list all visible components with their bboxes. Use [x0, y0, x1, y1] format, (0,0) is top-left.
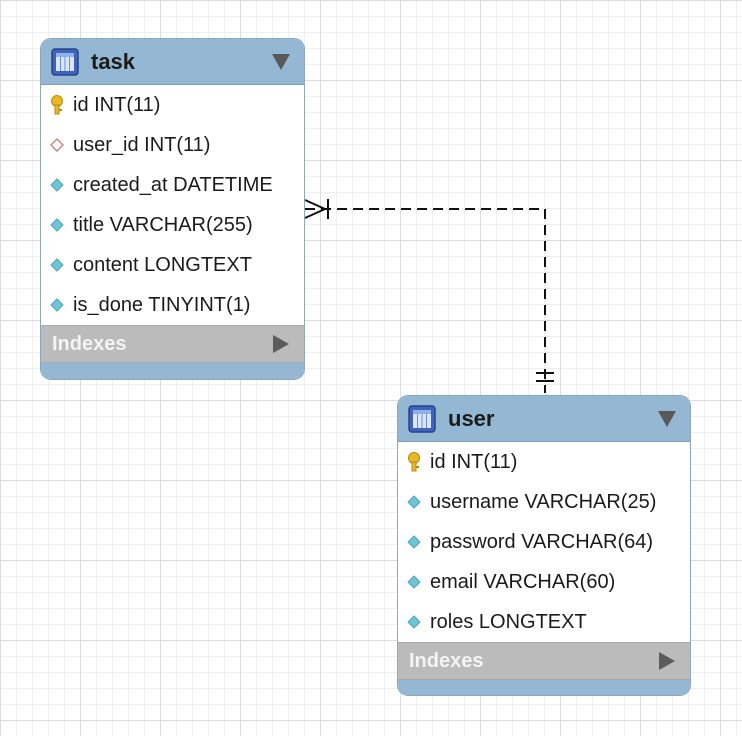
- relationship-line: [305, 208, 546, 393]
- primary-key-icon: [406, 452, 422, 472]
- indexes-label: Indexes: [52, 332, 127, 355]
- task-table[interactable]: task id INT(11) user_id INT(11) creat: [40, 38, 305, 380]
- column-label: email VARCHAR(60): [430, 570, 616, 593]
- task-table-footer: [41, 363, 304, 379]
- task-column-list: id INT(11) user_id INT(11) created_at DA…: [41, 85, 304, 325]
- column-row[interactable]: id INT(11): [398, 442, 690, 482]
- column-icon: [406, 492, 422, 512]
- column-row[interactable]: id INT(11): [41, 85, 304, 125]
- crows-foot-icon: [304, 199, 328, 219]
- column-row[interactable]: created_at DATETIME: [41, 165, 304, 205]
- foreign-key-icon: [49, 135, 65, 155]
- user-table-header[interactable]: user: [398, 396, 690, 442]
- column-icon: [406, 532, 422, 552]
- column-row[interactable]: title VARCHAR(255): [41, 205, 304, 245]
- column-row[interactable]: content LONGTEXT: [41, 245, 304, 285]
- column-label: password VARCHAR(64): [430, 530, 654, 553]
- column-row[interactable]: username VARCHAR(25): [398, 482, 690, 522]
- column-label: id INT(11): [73, 93, 161, 116]
- column-icon: [49, 295, 65, 315]
- collapse-triangle-icon[interactable]: [658, 410, 676, 427]
- expand-triangle-icon[interactable]: [659, 652, 675, 670]
- column-row[interactable]: email VARCHAR(60): [398, 562, 690, 602]
- column-label: id INT(11): [430, 450, 518, 473]
- column-label: username VARCHAR(25): [430, 490, 657, 513]
- user-table-footer: [398, 680, 690, 695]
- column-label: content LONGTEXT: [73, 253, 252, 276]
- column-icon: [406, 572, 422, 592]
- column-label: roles LONGTEXT: [430, 610, 587, 633]
- task-table-header[interactable]: task: [41, 39, 304, 85]
- primary-key-icon: [49, 95, 65, 115]
- indexes-label: Indexes: [409, 649, 484, 672]
- task-table-title: task: [91, 48, 136, 74]
- column-label: user_id INT(11): [73, 133, 211, 156]
- task-indexes-section[interactable]: Indexes: [41, 325, 304, 363]
- column-row[interactable]: is_done TINYINT(1): [41, 285, 304, 325]
- column-row[interactable]: user_id INT(11): [41, 125, 304, 165]
- user-table-title: user: [448, 405, 495, 431]
- column-row[interactable]: password VARCHAR(64): [398, 522, 690, 562]
- table-icon: [408, 404, 436, 433]
- column-icon: [49, 215, 65, 235]
- user-table[interactable]: user id INT(11) username VARCHAR(25): [397, 395, 691, 696]
- column-row[interactable]: roles LONGTEXT: [398, 602, 690, 642]
- table-icon: [51, 47, 79, 76]
- expand-triangle-icon[interactable]: [273, 335, 289, 353]
- column-icon: [406, 612, 422, 632]
- user-indexes-section[interactable]: Indexes: [398, 642, 690, 680]
- column-label: is_done TINYINT(1): [73, 293, 251, 316]
- column-label: title VARCHAR(255): [73, 213, 253, 236]
- column-icon: [49, 175, 65, 195]
- user-column-list: id INT(11) username VARCHAR(25) password…: [398, 442, 690, 642]
- collapse-triangle-icon[interactable]: [272, 53, 290, 70]
- column-label: created_at DATETIME: [73, 173, 273, 196]
- column-icon: [49, 255, 65, 275]
